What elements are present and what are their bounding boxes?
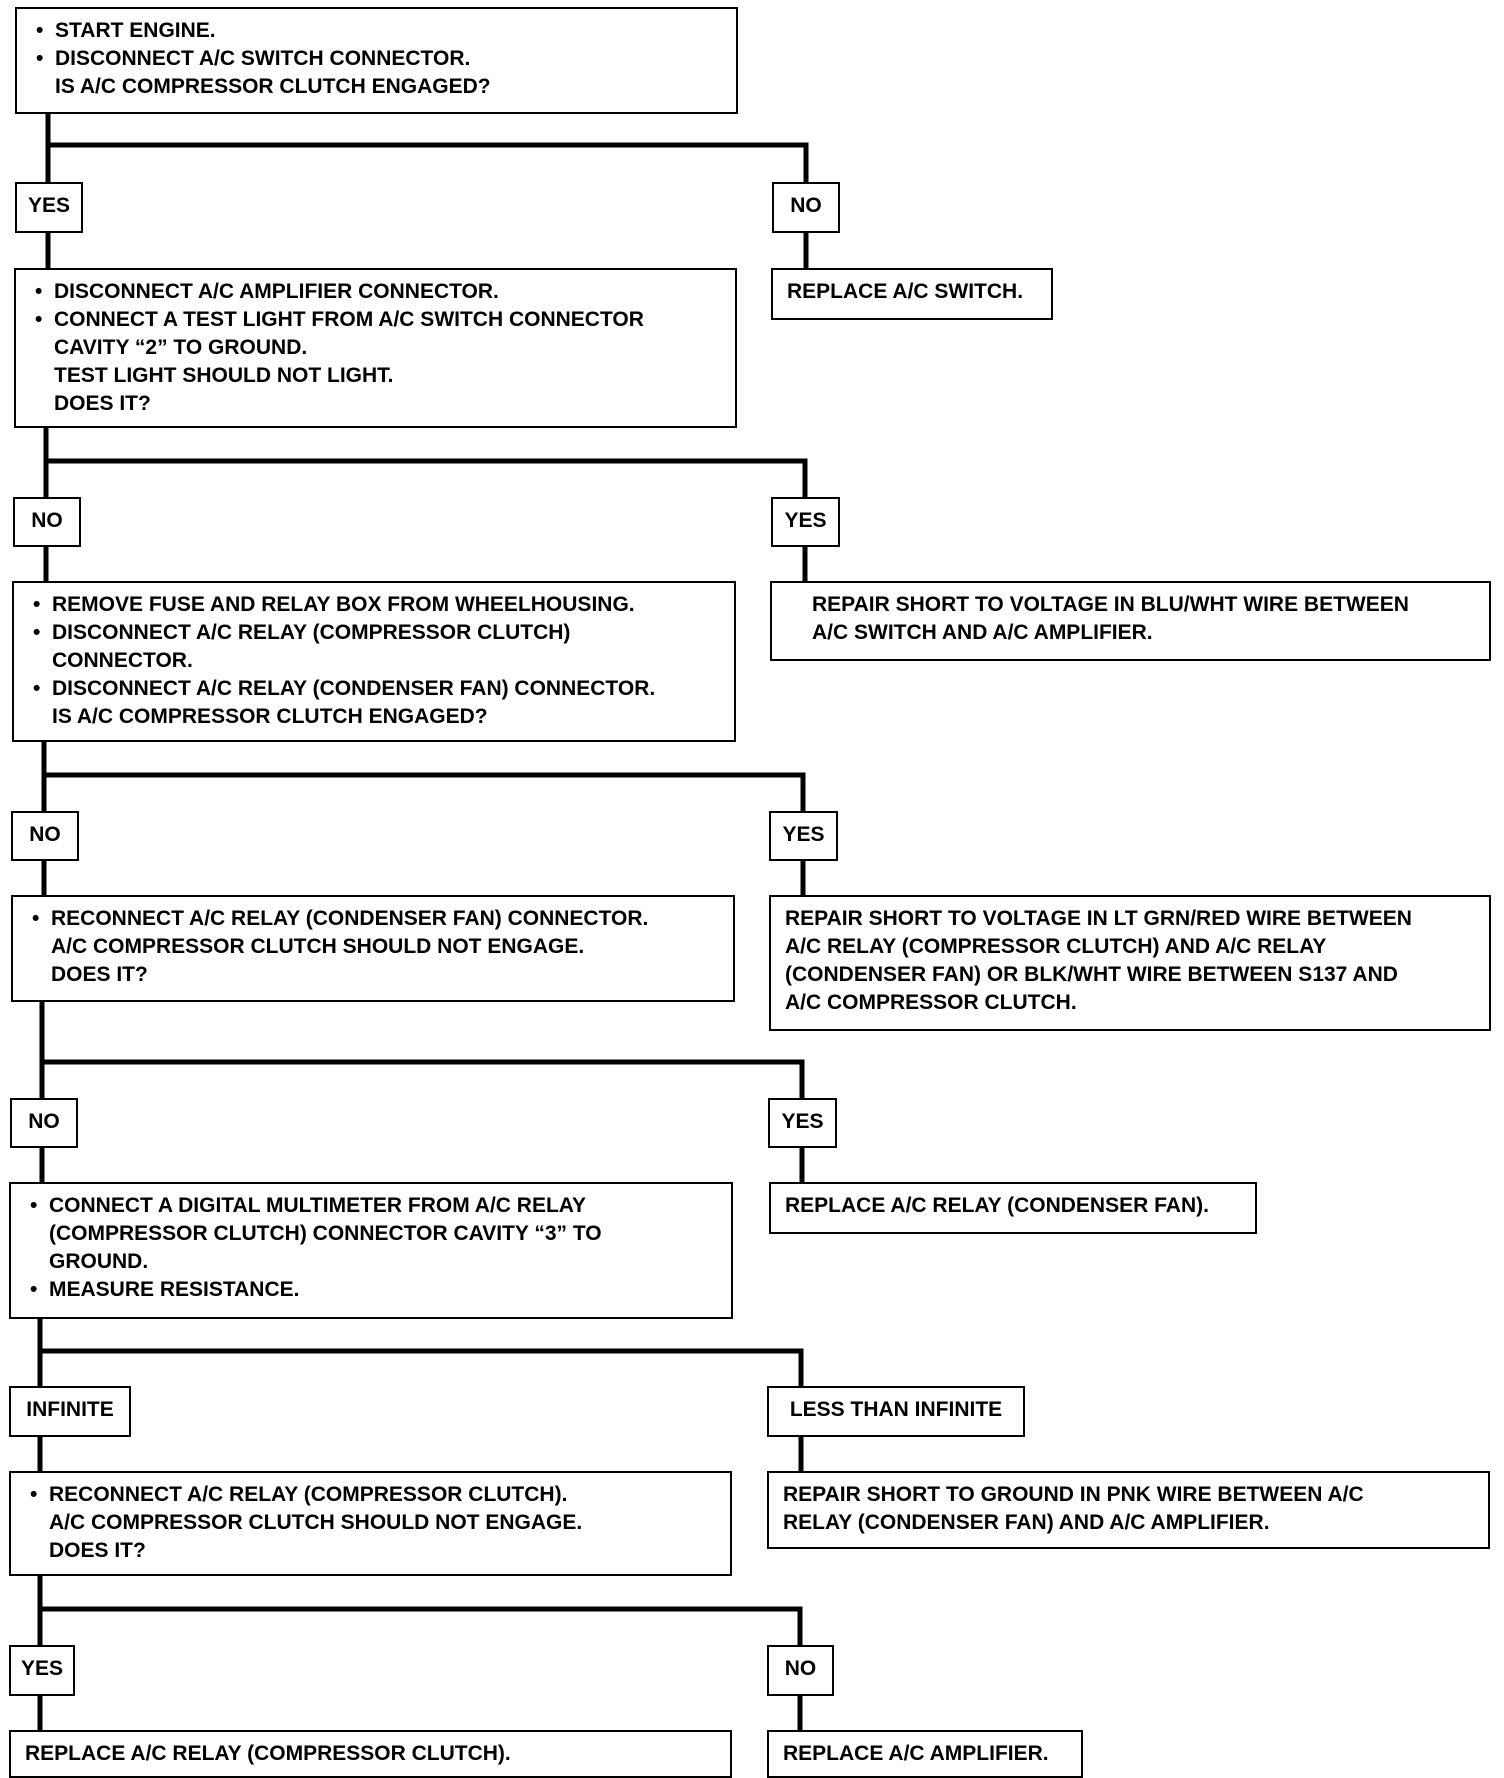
branch-3-left-label: NO bbox=[11, 811, 79, 861]
step-6-line-2: A/C COMPRESSOR CLUTCH SHOULD NOT ENGAGE. bbox=[49, 1511, 583, 1534]
step-2-line-3: CAVITY “2” TO GROUND. bbox=[54, 336, 308, 359]
step-box-2: DISCONNECT A/C AMPLIFIER CONNECTOR. CONN… bbox=[14, 268, 737, 428]
branch-line-4 bbox=[39, 998, 805, 1101]
result-1-line-1: REPLACE A/C SWITCH. bbox=[787, 280, 1024, 303]
result-5-line-2: RELAY (CONDENSER FAN) AND A/C AMPLIFIER. bbox=[783, 1511, 1270, 1534]
step-5-line-3: GROUND. bbox=[49, 1250, 149, 1273]
step-3-line-5: IS A/C COMPRESSOR CLUTCH ENGAGED? bbox=[52, 705, 488, 728]
branch-line-1 bbox=[45, 109, 809, 185]
result-4-line-1: REPLACE A/C RELAY (CONDENSER FAN). bbox=[785, 1194, 1209, 1217]
result-box-1: REPLACE A/C SWITCH. bbox=[771, 268, 1053, 320]
step-2-line-2: CONNECT A TEST LIGHT FROM A/C SWITCH CON… bbox=[28, 306, 723, 334]
branch-4-right-label: YES bbox=[768, 1098, 837, 1148]
result-box-5: REPAIR SHORT TO GROUND IN PNK WIRE BETWE… bbox=[767, 1471, 1490, 1549]
branch-line-3 bbox=[41, 738, 806, 814]
result-box-2: REPAIR SHORT TO VOLTAGE IN BLU/WHT WIRE … bbox=[770, 581, 1491, 661]
branch-6-right-label: NO bbox=[767, 1645, 834, 1696]
step-1-line-3: IS A/C COMPRESSOR CLUTCH ENGAGED? bbox=[55, 75, 491, 98]
step-2-line-4: TEST LIGHT SHOULD NOT LIGHT. bbox=[54, 364, 394, 387]
step-6-line-3: DOES IT? bbox=[49, 1539, 146, 1562]
step-2-line-1: DISCONNECT A/C AMPLIFIER CONNECTOR. bbox=[28, 278, 723, 306]
step-7-line-1: REPLACE A/C RELAY (COMPRESSOR CLUTCH). bbox=[25, 1742, 511, 1765]
step-3-line-1: REMOVE FUSE AND RELAY BOX FROM WHEELHOUS… bbox=[26, 591, 722, 619]
step-4-line-1: RECONNECT A/C RELAY (CONDENSER FAN) CONN… bbox=[25, 905, 721, 933]
result-box-6: REPLACE A/C AMPLIFIER. bbox=[767, 1730, 1083, 1778]
step-5-line-1: CONNECT A DIGITAL MULTIMETER FROM A/C RE… bbox=[23, 1192, 719, 1220]
step-box-1: START ENGINE. DISCONNECT A/C SWITCH CONN… bbox=[15, 7, 738, 114]
result-6-line-1: REPLACE A/C AMPLIFIER. bbox=[783, 1742, 1049, 1765]
branch-line-2 bbox=[43, 424, 808, 500]
step-1-line-1: START ENGINE. bbox=[29, 17, 724, 45]
branch-3-right-label: YES bbox=[769, 811, 838, 861]
branch-line-6 bbox=[37, 1572, 803, 1648]
result-5-line-1: REPAIR SHORT TO GROUND IN PNK WIRE BETWE… bbox=[783, 1483, 1364, 1506]
branch-2-right-label: YES bbox=[771, 497, 840, 547]
step-5-line-2: (COMPRESSOR CLUTCH) CONNECTOR CAVITY “3”… bbox=[49, 1222, 602, 1245]
step-4-line-2: A/C COMPRESSOR CLUTCH SHOULD NOT ENGAGE. bbox=[51, 935, 585, 958]
step-box-6: RECONNECT A/C RELAY (COMPRESSOR CLUTCH).… bbox=[9, 1471, 732, 1576]
step-2-line-5: DOES IT? bbox=[54, 392, 151, 415]
step-3-line-2: DISCONNECT A/C RELAY (COMPRESSOR CLUTCH) bbox=[26, 619, 722, 647]
step-3-line-4: DISCONNECT A/C RELAY (CONDENSER FAN) CON… bbox=[26, 675, 722, 703]
step-5-line-4: MEASURE RESISTANCE. bbox=[23, 1276, 719, 1304]
step-box-4: RECONNECT A/C RELAY (CONDENSER FAN) CONN… bbox=[11, 895, 735, 1002]
result-2-line-1: REPAIR SHORT TO VOLTAGE IN BLU/WHT WIRE … bbox=[812, 593, 1409, 616]
branch-4-left-label: NO bbox=[10, 1098, 78, 1148]
result-box-3: REPAIR SHORT TO VOLTAGE IN LT GRN/RED WI… bbox=[769, 895, 1491, 1031]
result-3-line-1: REPAIR SHORT TO VOLTAGE IN LT GRN/RED WI… bbox=[785, 907, 1412, 930]
branch-6-left-label: YES bbox=[9, 1645, 75, 1696]
result-box-4: REPLACE A/C RELAY (CONDENSER FAN). bbox=[769, 1182, 1257, 1234]
result-3-line-3: (CONDENSER FAN) OR BLK/WHT WIRE BETWEEN … bbox=[785, 963, 1398, 986]
branch-1-right-label: NO bbox=[772, 182, 840, 233]
step-4-line-3: DOES IT? bbox=[51, 963, 148, 986]
branch-2-left-label: NO bbox=[13, 497, 81, 547]
branch-line-5 bbox=[37, 1315, 804, 1389]
step-box-7: REPLACE A/C RELAY (COMPRESSOR CLUTCH). bbox=[9, 1730, 732, 1778]
result-3-line-2: A/C RELAY (COMPRESSOR CLUTCH) AND A/C RE… bbox=[785, 935, 1327, 958]
step-3-line-3: CONNECTOR. bbox=[52, 649, 193, 672]
step-1-line-2: DISCONNECT A/C SWITCH CONNECTOR. bbox=[29, 45, 724, 73]
result-3-line-4: A/C COMPRESSOR CLUTCH. bbox=[785, 991, 1077, 1014]
step-6-line-1: RECONNECT A/C RELAY (COMPRESSOR CLUTCH). bbox=[23, 1481, 718, 1509]
step-box-3: REMOVE FUSE AND RELAY BOX FROM WHEELHOUS… bbox=[12, 581, 736, 742]
branch-5-left-label: INFINITE bbox=[9, 1386, 131, 1437]
branch-1-left-label: YES bbox=[15, 182, 83, 233]
result-2-line-2: A/C SWITCH AND A/C AMPLIFIER. bbox=[812, 621, 1153, 644]
branch-5-right-label: LESS THAN INFINITE bbox=[767, 1386, 1025, 1437]
step-box-5: CONNECT A DIGITAL MULTIMETER FROM A/C RE… bbox=[9, 1182, 733, 1319]
